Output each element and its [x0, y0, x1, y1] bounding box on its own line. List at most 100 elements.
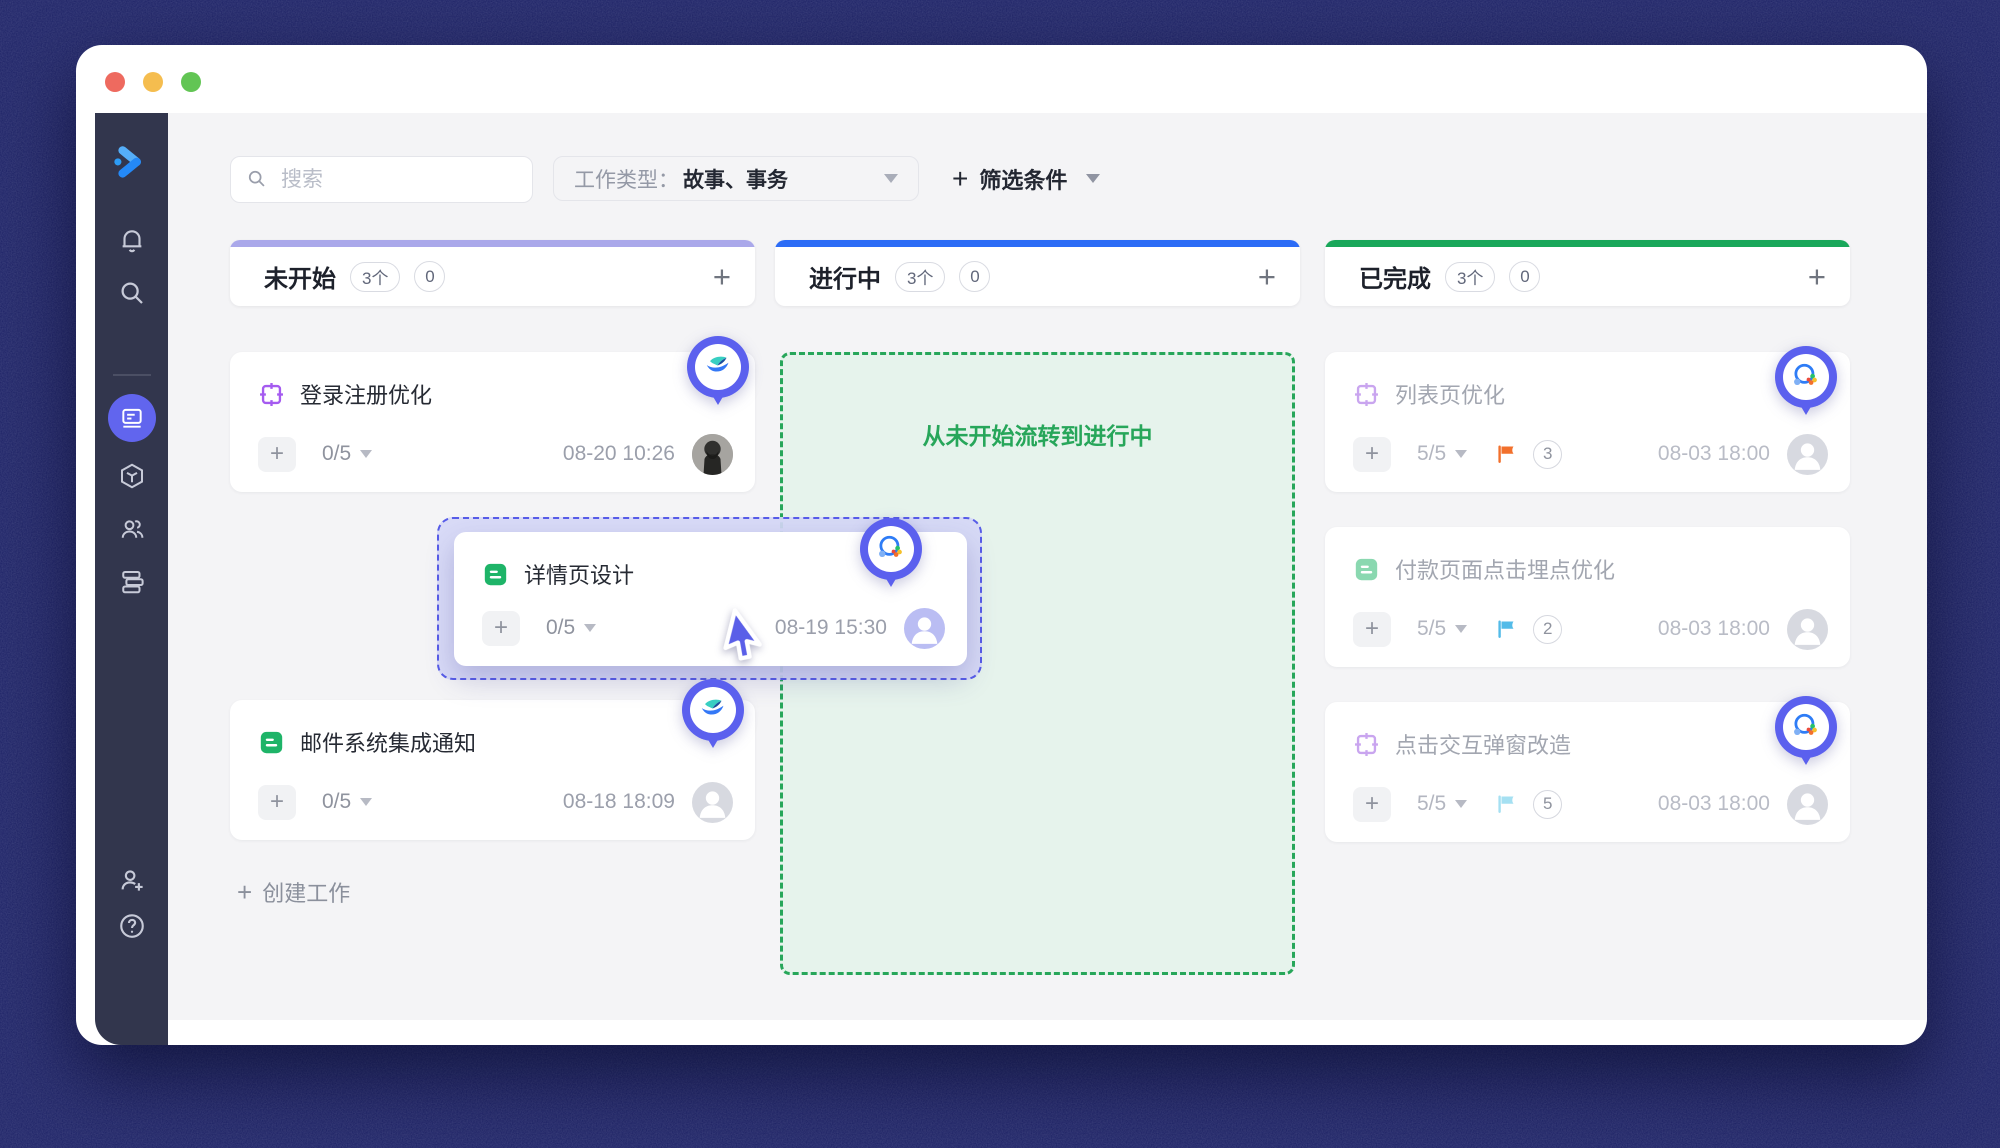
search-icon[interactable]: [117, 278, 147, 308]
wecom-logo-icon: [879, 535, 902, 557]
assignee-avatar-placeholder: [1787, 608, 1828, 650]
card-datetime: 08-03 18:00: [1657, 792, 1770, 815]
progress-value: 0/5: [322, 790, 352, 813]
collaborator-pin-wecom: [860, 518, 922, 590]
work-type-select[interactable]: 工作类型： 故事、事务: [553, 156, 919, 201]
help-icon[interactable]: [117, 911, 147, 941]
chevron-down-icon: [1455, 800, 1468, 808]
story-type-icon: [1355, 382, 1378, 406]
maximize-window-button[interactable]: [181, 72, 201, 92]
column-accent-todo: [230, 240, 755, 247]
progress-value: 5/5: [1417, 792, 1447, 815]
chevron-down-icon: [360, 798, 373, 806]
chevron-down-icon: [584, 624, 597, 632]
column-count-badge: 3个: [1445, 261, 1496, 292]
board-icon: [122, 408, 142, 428]
progress-dropdown[interactable]: 5/5: [1417, 617, 1468, 641]
card-title: 登录注册优化: [300, 383, 433, 408]
flag-count-badge: 3: [1533, 439, 1563, 469]
task-type-icon: [1355, 558, 1378, 580]
collaborator-pin-lark: [682, 679, 744, 751]
add-card-button[interactable]: +: [1807, 259, 1826, 294]
column-secondary-badge: 0: [414, 261, 446, 292]
card-payment-tracking[interactable]: 付款页面点击埋点优化 + 5/5 2 08-03 18:00: [1325, 527, 1850, 667]
card-title: 详情页设计: [524, 563, 635, 588]
sidebar-item-stack-icon[interactable]: [117, 567, 147, 597]
card-mail-integration[interactable]: 邮件系统集成通知 + 0/5 08-18 18:09: [230, 700, 755, 840]
collaborator-pin-wecom: [1775, 346, 1837, 418]
invite-member-icon[interactable]: [117, 865, 147, 895]
search-icon: [248, 170, 265, 187]
filter-label: 筛选条件: [979, 167, 1068, 193]
add-subtask-button[interactable]: +: [1353, 611, 1391, 647]
story-type-icon: [1355, 732, 1378, 756]
work-type-value: 故事、事务: [683, 168, 788, 192]
story-type-icon: [260, 382, 283, 406]
progress-value: 5/5: [1417, 617, 1447, 640]
progress-dropdown[interactable]: 0/5: [322, 442, 373, 466]
column-title: 未开始: [264, 266, 336, 293]
card-datetime: 08-03 18:00: [1657, 617, 1770, 640]
filter-conditions-button[interactable]: + 筛选条件: [952, 156, 1101, 201]
card-popup-redesign[interactable]: 点击交互弹窗改造 + 5/5 5 08-03 18:00: [1325, 702, 1850, 842]
assignee-avatar-placeholder: [1787, 783, 1828, 825]
card-title: 付款页面点击埋点优化: [1395, 558, 1616, 583]
chevron-down-icon: [884, 174, 898, 183]
progress-value: 5/5: [1417, 442, 1447, 465]
create-work-button[interactable]: + 创建工作: [237, 876, 350, 908]
chevron-down-icon: [360, 450, 373, 458]
assignee-avatar: [692, 433, 733, 475]
progress-dropdown[interactable]: 5/5: [1417, 442, 1468, 466]
column-title: 已完成: [1359, 266, 1431, 293]
add-subtask-button[interactable]: +: [258, 784, 296, 820]
column-secondary-badge: 0: [959, 261, 991, 292]
chevron-down-icon: [1455, 450, 1468, 458]
progress-dropdown[interactable]: 0/5: [546, 616, 597, 640]
column-accent-doing: [775, 240, 1300, 247]
card-list-page[interactable]: 列表页优化 + 5/5 3 08-03 18:00: [1325, 352, 1850, 492]
column-secondary-badge: 0: [1509, 261, 1541, 292]
app-logo-icon: [114, 146, 141, 178]
assignee-avatar-placeholder: [692, 781, 733, 823]
close-window-button[interactable]: [105, 72, 125, 92]
column-accent-done: [1325, 240, 1850, 247]
task-type-icon: [260, 731, 283, 753]
flag-icon: [1498, 445, 1514, 463]
notifications-bell-icon[interactable]: [117, 225, 147, 255]
flag-icon: [1498, 620, 1514, 638]
column-title: 进行中: [809, 266, 881, 293]
progress-dropdown[interactable]: 0/5: [322, 790, 373, 814]
flag-count-badge: 5: [1533, 789, 1563, 819]
card-datetime: 08-18 18:09: [562, 790, 675, 813]
add-subtask-button[interactable]: +: [258, 436, 296, 472]
search-box[interactable]: [230, 156, 533, 203]
add-subtask-button[interactable]: +: [1353, 436, 1391, 472]
column-header-todo: 未开始 3个 0 +: [230, 240, 755, 306]
progress-value: 0/5: [546, 616, 576, 639]
plus-icon: +: [952, 162, 969, 194]
add-card-button[interactable]: +: [712, 259, 731, 294]
column-header-doing: 进行中 3个 0 +: [775, 240, 1300, 306]
minimize-window-button[interactable]: [143, 72, 163, 92]
card-title: 邮件系统集成通知: [300, 731, 477, 756]
flag-icon: [1498, 795, 1514, 813]
task-type-icon: [484, 563, 507, 585]
search-input[interactable]: [279, 158, 513, 201]
progress-dropdown[interactable]: 5/5: [1417, 792, 1468, 816]
card-login-register[interactable]: 登录注册优化 + 0/5 08-20 10:26: [230, 352, 755, 492]
card-datetime: 08-20 10:26: [562, 442, 675, 465]
sidebar-divider: [113, 374, 151, 376]
add-subtask-button[interactable]: +: [1353, 786, 1391, 822]
sidebar-item-product-box-icon[interactable]: [117, 461, 147, 491]
sidebar: [95, 113, 168, 1045]
lark-logo-icon: [701, 699, 724, 715]
flag-count-badge: 2: [1533, 614, 1563, 644]
sidebar-item-board-active[interactable]: [108, 394, 156, 442]
add-card-button[interactable]: +: [1257, 259, 1276, 294]
sidebar-item-team-icon[interactable]: [117, 514, 147, 544]
mouse-cursor-icon: [723, 608, 762, 661]
chevron-down-icon: [1455, 625, 1468, 633]
assignee-avatar-placeholder: [904, 607, 945, 649]
add-subtask-button[interactable]: +: [482, 610, 520, 646]
wecom-logo-icon: [1794, 363, 1817, 385]
